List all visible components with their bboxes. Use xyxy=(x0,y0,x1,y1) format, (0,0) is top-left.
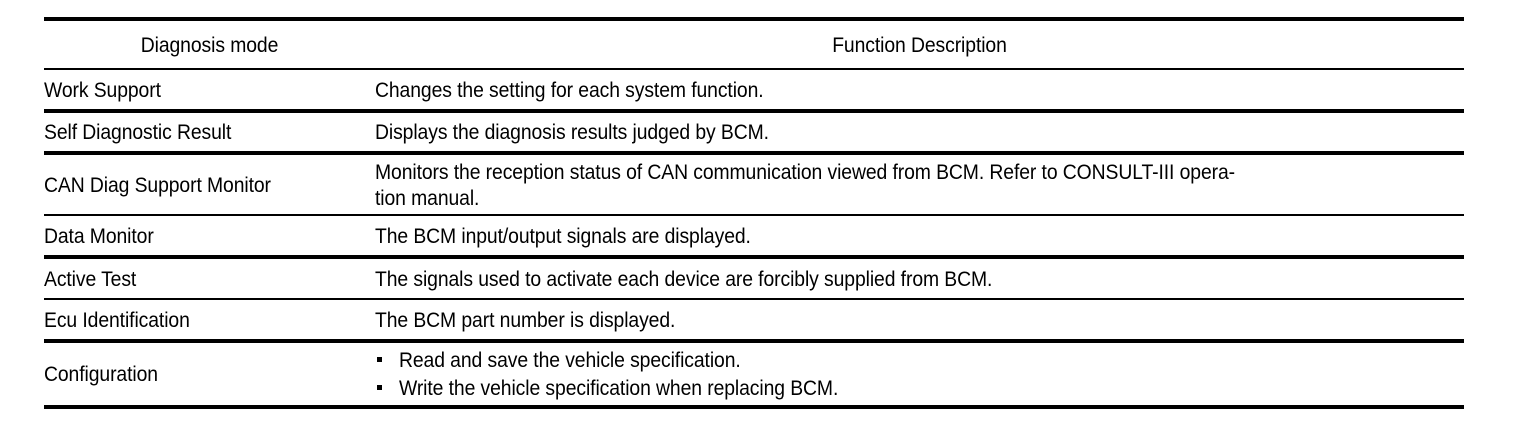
row-mode-label: Configuration xyxy=(44,362,158,386)
row-description-cell: Changes the setting for each system func… xyxy=(375,68,1464,111)
column-header-function-description-label: Function Description xyxy=(832,32,1007,57)
row-mode-cell: Active Test xyxy=(44,255,375,299)
table-row: Self Diagnostic Result Displays the diag… xyxy=(44,109,1464,153)
row-description-label: The signals used to activate each device… xyxy=(375,266,993,291)
row-description-cell: Monitors the reception status of CAN com… xyxy=(375,151,1464,215)
row-mode-cell: Configuration xyxy=(44,339,375,409)
row-mode-label: CAN Diag Support Monitor xyxy=(44,172,271,197)
table-row: Active Test The signals used to activate… xyxy=(44,255,1464,299)
bullet-dot-icon xyxy=(377,385,382,390)
row-description-label: The BCM part number is displayed. xyxy=(375,307,676,332)
diagnosis-mode-table: Diagnosis mode Function Description Work… xyxy=(44,17,1464,409)
row-mode-cell: Work Support xyxy=(44,68,375,111)
row-description-cell: The signals used to activate each device… xyxy=(375,255,1464,299)
row-description-cell: The BCM input/output signals are display… xyxy=(375,214,1464,257)
column-header-diagnosis-mode-label: Diagnosis mode xyxy=(140,32,279,57)
list-item: Write the vehicle specification when rep… xyxy=(375,374,1464,402)
row-mode-cell: Ecu Identification xyxy=(44,298,375,341)
row-description-cell: The BCM part number is displayed. xyxy=(375,298,1464,341)
bullet-dot-icon xyxy=(377,357,382,362)
table-row: CAN Diag Support Monitor Monitors the re… xyxy=(44,151,1464,215)
row-description-cell: Displays the diagnosis results judged by… xyxy=(375,109,1464,153)
table-row: Ecu Identification The BCM part number i… xyxy=(44,298,1464,341)
row-description-label: The BCM input/output signals are display… xyxy=(375,223,751,248)
row-mode-label: Data Monitor xyxy=(44,223,154,248)
list-item: Read and save the vehicle specification. xyxy=(375,346,1464,374)
list-item-label: Read and save the vehicle specification. xyxy=(399,348,741,372)
row-mode-cell: Data Monitor xyxy=(44,214,375,257)
row-mode-cell: CAN Diag Support Monitor xyxy=(44,151,375,215)
list-item-label: Write the vehicle specification when rep… xyxy=(399,376,839,400)
table-row: Configuration Read and save the vehicle … xyxy=(44,339,1464,409)
row-mode-cell: Self Diagnostic Result xyxy=(44,109,375,153)
row-description-label: Displays the diagnosis results judged by… xyxy=(375,120,769,144)
row-mode-label: Work Support xyxy=(44,77,161,102)
row-mode-label: Ecu Identification xyxy=(44,307,190,332)
configuration-bullet-list: Read and save the vehicle specification.… xyxy=(375,346,1464,402)
row-mode-label: Active Test xyxy=(44,266,137,291)
row-description-label: Changes the setting for each system func… xyxy=(375,77,764,102)
row-mode-label: Self Diagnostic Result xyxy=(44,120,232,144)
table-row: Work Support Changes the setting for eac… xyxy=(44,68,1464,111)
column-header-diagnosis-mode: Diagnosis mode xyxy=(44,17,375,69)
table-row: Data Monitor The BCM input/output signal… xyxy=(44,214,1464,257)
column-header-function-description: Function Description xyxy=(375,17,1464,69)
row-description-cell: Read and save the vehicle specification.… xyxy=(375,339,1464,409)
row-description-label: Monitors the reception status of CAN com… xyxy=(375,159,1236,210)
table-header-row: Diagnosis mode Function Description xyxy=(44,17,1464,69)
